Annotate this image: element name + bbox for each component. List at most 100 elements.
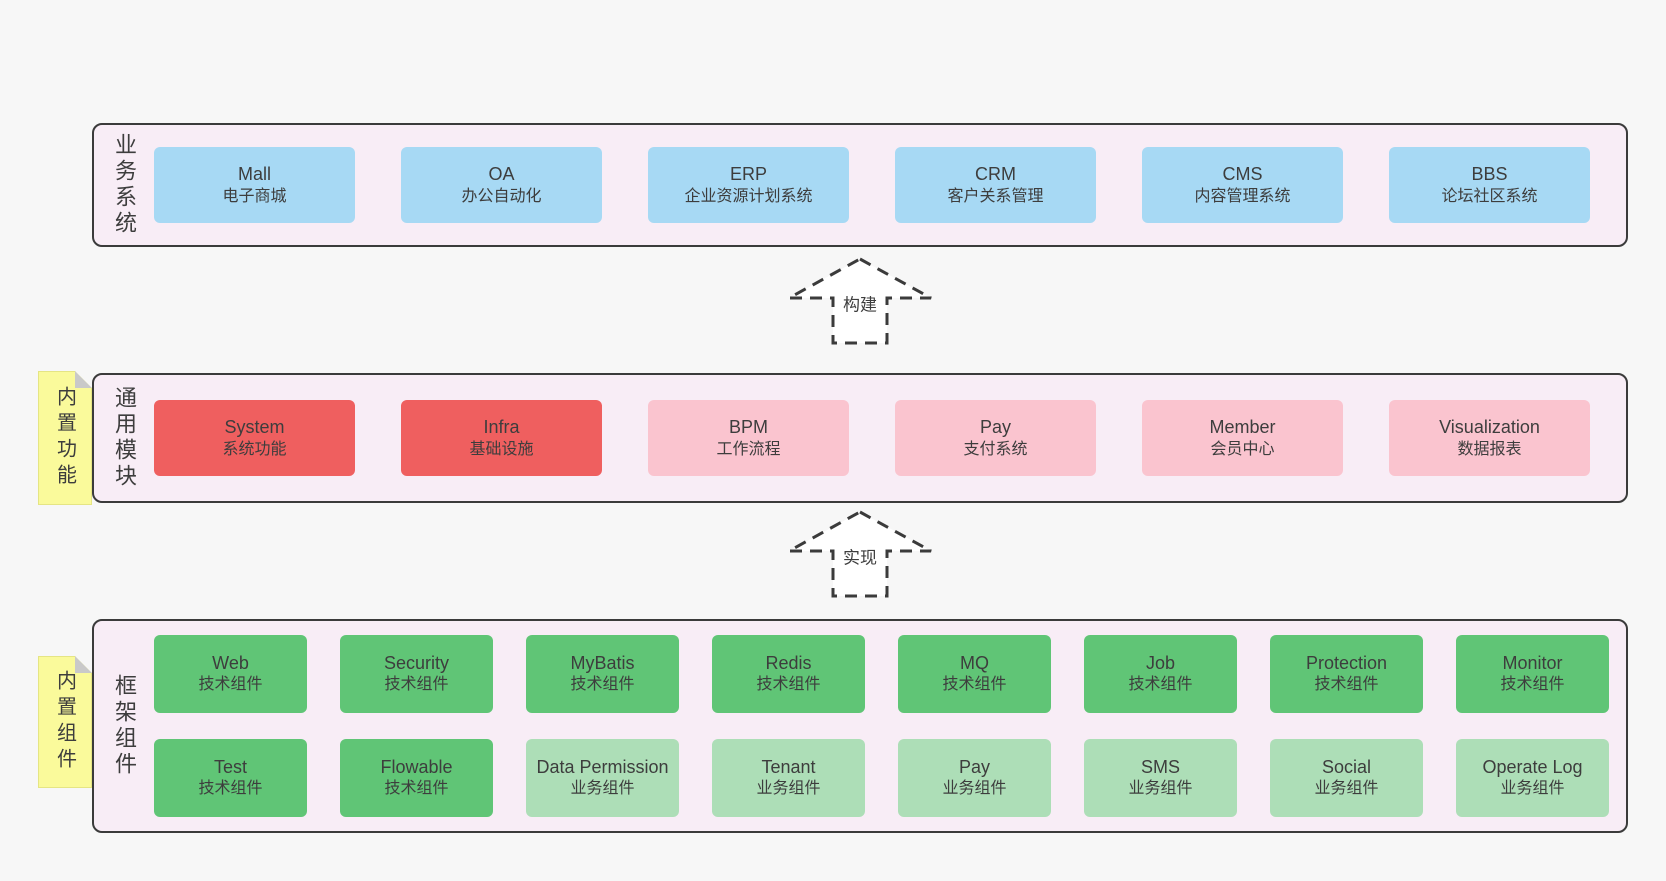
box-title: Test	[213, 756, 247, 777]
panel-components-label-wrap: 框架组件	[94, 621, 154, 831]
box-subtitle: 技术组件	[570, 676, 635, 694]
box-subtitle: 业务组件	[1314, 780, 1379, 798]
box-title: Social	[1321, 756, 1372, 777]
box-title: Visualization	[1439, 417, 1540, 438]
box-crm: CRM 客户关系管理	[895, 147, 1096, 223]
box-subtitle: 技术组件	[756, 676, 821, 694]
box-subtitle: 工作流程	[716, 441, 781, 459]
box-title: Job	[1145, 652, 1176, 673]
box-title: Mall	[237, 164, 271, 185]
box-mq: MQ 技术组件	[898, 635, 1051, 713]
box-title: Data Permission	[536, 756, 669, 777]
box-mall: Mall 电子商城	[154, 147, 355, 223]
box-member: Member 会员中心	[1142, 400, 1343, 476]
box-subtitle: 支付系统	[963, 441, 1028, 459]
box-erp: ERP 企业资源计划系统	[648, 147, 849, 223]
box-security: Security 技术组件	[340, 635, 493, 713]
panel-components-label: 框架组件	[112, 674, 137, 778]
box-title: MQ	[960, 652, 989, 673]
box-subtitle: 业务组件	[1128, 780, 1193, 798]
box-title: MyBatis	[570, 652, 635, 673]
business-boxes-row: Mall 电子商城 OA 办公自动化 ERP 企业资源计划系统 CRM 客户关系…	[154, 125, 1626, 245]
box-pay: Pay 支付系统	[895, 400, 1096, 476]
box-monitor: Monitor 技术组件	[1456, 635, 1609, 713]
panel-business-systems: 业务系统 Mall 电子商城 OA 办公自动化 ERP 企业资源计划系统 CRM…	[92, 123, 1628, 247]
box-subtitle: 技术组件	[1500, 676, 1565, 694]
box-title: BBS	[1471, 164, 1508, 185]
box-infra: Infra 基础设施	[401, 400, 602, 476]
box-web: Web 技术组件	[154, 635, 307, 713]
box-subtitle: 技术组件	[1314, 676, 1379, 694]
box-title: BPM	[728, 417, 768, 438]
box-title: Protection	[1305, 652, 1388, 673]
box-visualization: Visualization 数据报表	[1389, 400, 1590, 476]
panel-common-modules: 通用模块 System 系统功能 Infra 基础设施 BPM 工作流程 Pay…	[92, 373, 1628, 503]
components-grid: Web 技术组件 Security 技术组件 MyBatis 技术组件 Redi…	[154, 621, 1637, 831]
box-title: CRM	[975, 164, 1016, 185]
box-subtitle: 办公自动化	[461, 188, 542, 206]
box-subtitle: 企业资源计划系统	[684, 188, 813, 206]
box-subtitle: 业务组件	[1500, 780, 1565, 798]
box-protection: Protection 技术组件	[1270, 635, 1423, 713]
box-title: CMS	[1222, 164, 1263, 185]
box-subtitle: 技术组件	[198, 676, 263, 694]
sticky-note-builtin-components: 内置组件	[38, 656, 92, 788]
sticky-builtin-features-label: 内置功能	[53, 386, 76, 490]
box-title: ERP	[729, 164, 767, 185]
box-subtitle: 技术组件	[384, 676, 449, 694]
box-subtitle: 电子商城	[222, 188, 287, 206]
box-title: Flowable	[380, 756, 453, 777]
box-title: SMS	[1140, 756, 1180, 777]
sticky-fold-corner	[75, 371, 92, 388]
box-cms: CMS 内容管理系统	[1142, 147, 1343, 223]
box-title: Tenant	[761, 756, 816, 777]
panel-modules-label-wrap: 通用模块	[94, 375, 154, 501]
panel-business-label: 业务系统	[112, 133, 137, 237]
box-sms: SMS 业务组件	[1084, 739, 1237, 817]
box-pay-component: Pay 业务组件	[898, 739, 1051, 817]
box-subtitle: 系统功能	[222, 441, 287, 459]
box-operate-log: Operate Log 业务组件	[1456, 739, 1609, 817]
implement-arrow-label: 实现	[839, 541, 881, 571]
box-title: Infra	[483, 417, 520, 438]
box-title: Web	[212, 652, 249, 673]
box-oa: OA 办公自动化	[401, 147, 602, 223]
sticky-note-builtin-features: 内置功能	[38, 371, 92, 505]
box-subtitle: 数据报表	[1457, 441, 1522, 459]
box-subtitle: 基础设施	[469, 441, 534, 459]
box-title: Operate Log	[1482, 756, 1583, 777]
box-subtitle: 技术组件	[1128, 676, 1193, 694]
box-mybatis: MyBatis 技术组件	[526, 635, 679, 713]
build-arrow-label: 构建	[839, 288, 881, 318]
build-arrow-icon: 构建	[785, 256, 935, 346]
box-subtitle: 会员中心	[1210, 441, 1275, 459]
box-subtitle: 客户关系管理	[947, 188, 1044, 206]
box-title: Pay	[958, 756, 991, 777]
sticky-builtin-components-label: 内置组件	[53, 670, 76, 774]
box-title: System	[224, 417, 285, 438]
box-system: System 系统功能	[154, 400, 355, 476]
box-test: Test 技术组件	[154, 739, 307, 817]
sticky-fold-corner	[75, 656, 92, 673]
box-job: Job 技术组件	[1084, 635, 1237, 713]
box-subtitle: 内容管理系统	[1194, 188, 1291, 206]
box-bbs: BBS 论坛社区系统	[1389, 147, 1590, 223]
box-subtitle: 技术组件	[384, 780, 449, 798]
box-subtitle: 论坛社区系统	[1441, 188, 1538, 206]
box-subtitle: 业务组件	[942, 780, 1007, 798]
components-row-2: Test 技术组件 Flowable 技术组件 Data Permission …	[154, 739, 1609, 817]
box-social: Social 业务组件	[1270, 739, 1423, 817]
box-title: Security	[383, 652, 450, 673]
box-bpm: BPM 工作流程	[648, 400, 849, 476]
box-title: OA	[488, 164, 515, 185]
box-title: Monitor	[1502, 652, 1563, 673]
box-subtitle: 技术组件	[942, 676, 1007, 694]
box-title: Pay	[979, 417, 1012, 438]
panel-business-label-wrap: 业务系统	[94, 125, 154, 245]
box-title: Redis	[765, 652, 812, 673]
implement-arrow-icon: 实现	[785, 509, 935, 599]
box-subtitle: 技术组件	[198, 780, 263, 798]
box-subtitle: 业务组件	[756, 780, 821, 798]
box-redis: Redis 技术组件	[712, 635, 865, 713]
